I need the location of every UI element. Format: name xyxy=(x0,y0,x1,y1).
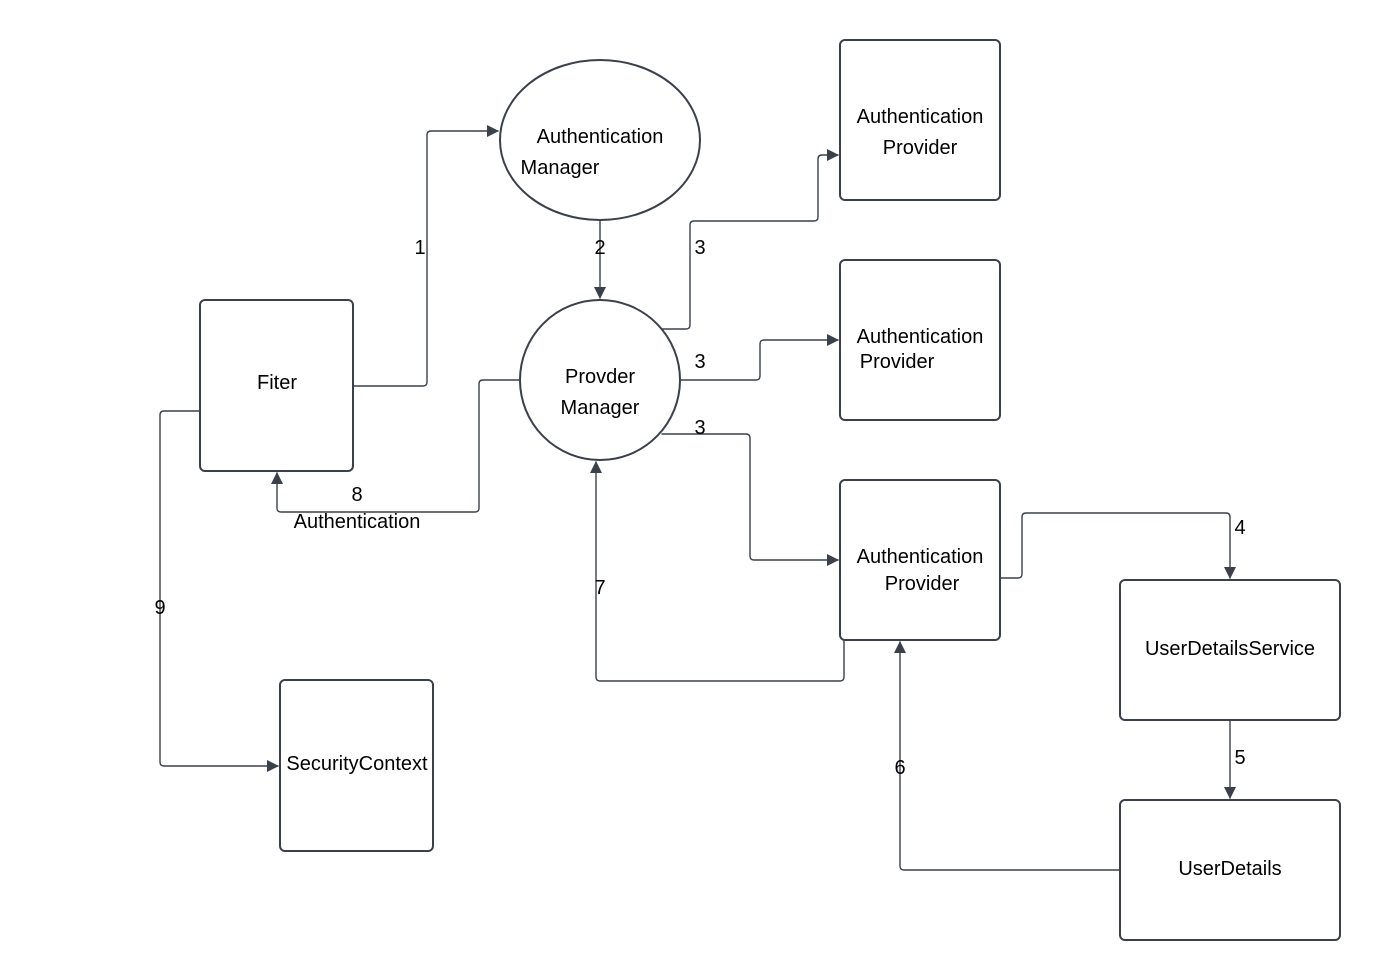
edge-2-label: 2 xyxy=(594,237,605,259)
provider-top-label-line2: Provider xyxy=(883,137,958,159)
node-authentication-provider-top: Authentication Provider xyxy=(839,39,1001,201)
provider-bottom-label-line1: Authentication xyxy=(857,546,984,568)
provider-manager-label-line1: Provder xyxy=(565,366,635,388)
edge-3-bottom-label: 3 xyxy=(694,417,705,439)
provider-top-label-line1: Authentication xyxy=(857,106,984,128)
edge-7-label: 7 xyxy=(594,577,605,599)
node-user-details: UserDetails xyxy=(1119,799,1341,941)
node-filter-label: Fiter xyxy=(257,372,297,394)
auth-manager-label-line1: Authentication xyxy=(537,126,664,148)
edge-labels: 1 2 3 3 3 4 5 6 7 8 Authentication 9 xyxy=(154,237,1245,779)
user-details-service-label: UserDetailsService xyxy=(1145,638,1315,660)
node-authentication-provider-bottom: Authentication Provider xyxy=(839,479,1001,641)
edge-4-provider-to-user-details-service xyxy=(999,512,1236,579)
edge-3-top-label: 3 xyxy=(694,237,705,259)
provider-manager-label-line2: Manager xyxy=(561,397,640,419)
provider-middle-label-line2: Provider xyxy=(860,351,935,373)
edge-3-to-provider-bottom xyxy=(661,433,839,566)
node-filter: Fiter xyxy=(199,299,354,472)
edge-1-label: 1 xyxy=(414,237,425,259)
node-authentication-manager: Authentication Manager xyxy=(499,59,701,221)
edge-3-to-provider-middle xyxy=(679,334,839,381)
edges xyxy=(159,125,1236,871)
edge-9-label: 9 xyxy=(154,597,165,619)
provider-bottom-label-line2: Provider xyxy=(885,573,960,595)
edge-4-label: 4 xyxy=(1234,517,1245,539)
edge-1-filter-to-auth-manager xyxy=(353,125,499,387)
edge-8-label: 8 xyxy=(351,484,362,506)
edge-6-user-details-to-provider xyxy=(894,641,1121,871)
node-authentication-provider-middle: Authentication Provider xyxy=(839,259,1001,421)
security-context-label: SecurityContext xyxy=(286,753,428,775)
node-user-details-service: UserDetailsService xyxy=(1119,579,1341,721)
edge-3-to-provider-top xyxy=(661,149,839,330)
edge-8-provider-manager-to-filter xyxy=(271,379,521,513)
node-security-context: SecurityContext xyxy=(279,679,434,852)
edge-6-label: 6 xyxy=(894,757,905,779)
edge-7-provider-to-provider-manager xyxy=(590,461,845,682)
edge-3-middle-label: 3 xyxy=(694,351,705,373)
edge-8-sublabel: Authentication xyxy=(294,511,421,533)
edge-5-label: 5 xyxy=(1234,747,1245,769)
edge-9-filter-to-security-context xyxy=(159,410,279,772)
provider-middle-label-line1: Authentication xyxy=(857,326,984,348)
node-provider-manager: Provder Manager xyxy=(519,299,681,461)
user-details-label: UserDetails xyxy=(1178,858,1281,880)
auth-manager-label-line2: Manager xyxy=(521,157,600,179)
